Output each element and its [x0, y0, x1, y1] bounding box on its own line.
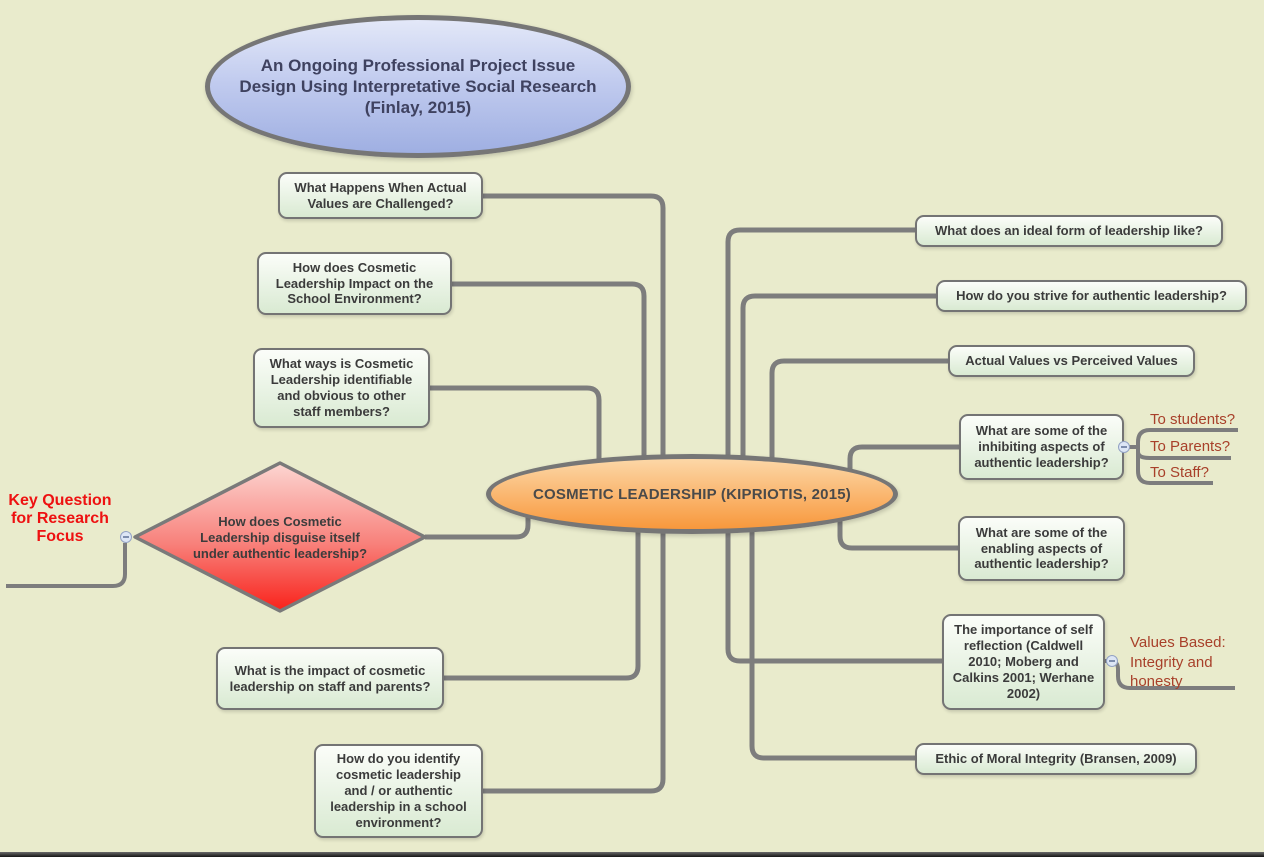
connector-identifiable — [430, 385, 602, 470]
connector-self-reflection — [725, 524, 942, 664]
branch-label: How does Cosmetic Leadership Impact on t… — [275, 259, 434, 307]
connector-enabling — [837, 518, 958, 551]
branch-inhibiting-aspects[interactable]: What are some of the inhibiting aspects … — [959, 414, 1124, 480]
branch-label: What ways is Cosmetic Leadership identif… — [269, 356, 414, 419]
subtopic-to-students[interactable]: To students? — [1150, 411, 1236, 428]
branch-label: Ethic of Moral Integrity (Bransen, 2009) — [935, 751, 1177, 767]
connector-cosmetic-impact — [452, 281, 647, 468]
branch-label: What are some of the inhibiting aspects … — [974, 423, 1109, 470]
branch-cosmetic-impact-school[interactable]: How does Cosmetic Leadership Impact on t… — [257, 252, 452, 315]
branch-ideal-leadership[interactable]: What does an ideal form of leadership li… — [915, 215, 1223, 247]
key-question-caption[interactable]: Key Question for Research Focus — [8, 492, 112, 546]
subtopic-values-based[interactable]: Values Based: Integrity and honesty — [1130, 634, 1226, 690]
collapse-button-diamond[interactable] — [120, 531, 132, 543]
branch-identify-cosmetic-authentic[interactable]: How do you identify cosmetic leadership … — [314, 744, 483, 838]
branch-self-reflection[interactable]: The importance of self reflection (Caldw… — [942, 614, 1105, 710]
branch-identifiable-staff[interactable]: What ways is Cosmetic Leadership identif… — [253, 348, 430, 428]
floating-topic[interactable]: An Ongoing Professional Project Issue De… — [205, 15, 631, 158]
connector-actual-vs-perceived — [769, 358, 948, 474]
branch-values-challenged[interactable]: What Happens When Actual Values are Chal… — [278, 172, 483, 219]
connector-diamond-central — [425, 512, 531, 540]
branch-enabling-aspects[interactable]: What are some of the enabling aspects of… — [958, 516, 1125, 581]
central-topic[interactable]: COSMETIC LEADERSHIP (KIPRIOTIS, 2015) — [486, 454, 898, 534]
minus-icon — [1109, 660, 1115, 662]
collapse-button-reflection[interactable] — [1106, 655, 1118, 667]
connector-identify-school — [483, 524, 666, 794]
branch-label: What are some of the enabling aspects of… — [974, 524, 1109, 572]
branch-strive-authentic[interactable]: How do you strive for authentic leadersh… — [936, 280, 1247, 312]
key-question-diamond-label[interactable]: How does Cosmetic Leadership disguise it… — [192, 514, 368, 562]
branch-label: Actual Values vs Perceived Values — [965, 353, 1178, 369]
connector-to-students — [1136, 428, 1238, 447]
connector-strive-authentic — [740, 293, 936, 470]
branch-label: How do you strive for authentic leadersh… — [956, 288, 1227, 304]
collapse-button-inhibiting[interactable] — [1118, 441, 1130, 453]
connector-to-staff — [1136, 447, 1213, 485]
floating-topic-label: An Ongoing Professional Project Issue De… — [239, 55, 597, 118]
connector-ideal-leadership — [725, 227, 915, 468]
branch-actual-vs-perceived[interactable]: Actual Values vs Perceived Values — [948, 345, 1195, 377]
branch-label: What does an ideal form of leadership li… — [935, 223, 1203, 239]
connector-ethic-moral — [749, 522, 915, 761]
subtopic-to-parents[interactable]: To Parents? — [1150, 438, 1231, 455]
connector-inhibiting — [847, 444, 959, 472]
bottom-window-edge — [0, 852, 1264, 857]
subtopic-to-staff[interactable]: To Staff? — [1150, 464, 1209, 481]
central-topic-label: COSMETIC LEADERSHIP (KIPRIOTIS, 2015) — [532, 485, 851, 503]
connector-values-challenged — [483, 193, 666, 468]
branch-label: What Happens When Actual Values are Chal… — [294, 179, 467, 211]
connector-impact-staff-parents — [444, 522, 641, 681]
branch-ethic-moral-integrity[interactable]: Ethic of Moral Integrity (Bransen, 2009) — [915, 743, 1197, 775]
branch-impact-staff-parents[interactable]: What is the impact of cosmetic leadershi… — [216, 647, 444, 710]
connector-key-caption — [6, 543, 127, 588]
branch-label: How do you identify cosmetic leadership … — [330, 751, 467, 830]
minus-icon — [123, 536, 129, 538]
minus-icon — [1121, 446, 1127, 448]
key-question-diamond-shape[interactable] — [133, 461, 427, 613]
branch-label: What is the impact of cosmetic leadershi… — [229, 662, 431, 694]
branch-label: The importance of self reflection (Caldw… — [952, 622, 1095, 701]
